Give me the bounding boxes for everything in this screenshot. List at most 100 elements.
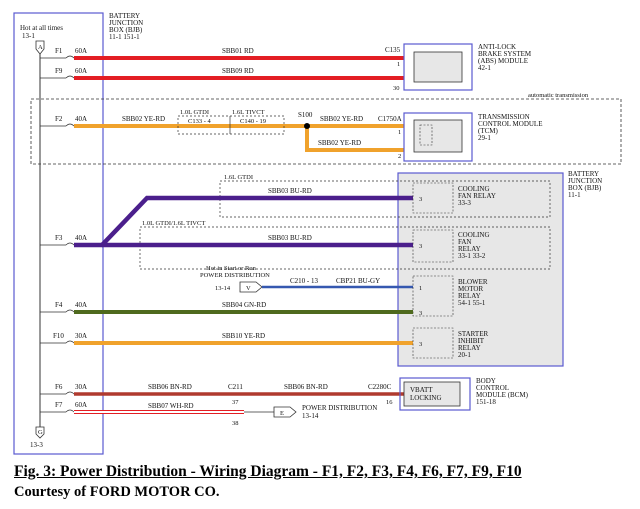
fuse-taps <box>40 55 75 413</box>
bcm-line1: BODY <box>476 377 496 385</box>
flag-e-label: E <box>280 410 284 417</box>
abs-line1: ANTI-LOCK <box>478 43 516 51</box>
bjb-left-line2: JUNCTION <box>109 19 143 27</box>
fuse-f3-name: F3 <box>55 234 63 242</box>
power-dist-bottom-line1: POWER DISTRIBUTION <box>302 404 377 412</box>
bcm-line2: CONTROL <box>476 384 509 392</box>
fuse-f1-amps: 60A <box>75 47 87 55</box>
bjb-left-line1: BATTERY <box>109 12 140 20</box>
wire-sbb10-label: SBB10 YE-RD <box>222 332 265 340</box>
fuse-f9-amps: 60A <box>75 67 87 75</box>
option-gtdi-tivct-label: 1.0L GTDI/1.6L TIVCT <box>142 220 205 227</box>
fuse-f2-amps: 40A <box>75 115 87 123</box>
option-tivct-label: 1.6L TIVCT <box>232 109 265 116</box>
fuse-f7-amps: 60A <box>75 401 87 409</box>
fuse-f9-name: F9 <box>55 67 63 75</box>
vbatt-line1: VBATT <box>410 386 433 394</box>
auto-trans-region <box>30 98 622 165</box>
bjb-right-frame <box>397 172 564 367</box>
option-box-gtdi-tivct <box>139 226 551 270</box>
fuse-labels: F1 60A F9 60A F2 40A F3 40A F4 40A F10 3… <box>53 47 87 409</box>
fuse-f6-amps: 30A <box>75 383 87 391</box>
bcm-ref: 151-18 <box>476 398 496 406</box>
bus-connector-bottom <box>35 426 45 439</box>
wire-sbb02-tcm2 <box>305 126 404 152</box>
pin-fan-3: 3 <box>419 196 422 203</box>
pin-c211-37: 37 <box>232 399 239 406</box>
wire-sbb06-a-label: SBB06 BN-RD <box>148 383 192 391</box>
bcm-frame <box>399 377 471 411</box>
vbatt-line2: LOCKING <box>410 394 442 402</box>
fan-relay2-line1: COOLING <box>458 231 490 239</box>
hot-start-run-line1: Hot in Start or Run <box>206 265 257 272</box>
wire-sbb04-label: SBB04 GN-RD <box>222 301 266 309</box>
fan-relay2-line3: RELAY <box>458 245 481 253</box>
pin-abs-30: 30 <box>393 85 400 92</box>
fan-relay2-box <box>412 229 454 263</box>
ref-top: 13-1 <box>22 32 35 40</box>
tcm-internal <box>419 124 433 146</box>
tcm-line3: (TCM) <box>478 127 499 135</box>
connector-c1750a: C1750A <box>378 115 402 123</box>
wire-sbb09-label: SBB09 RD <box>222 67 254 75</box>
pin-abs-1: 1 <box>397 61 400 68</box>
fuse-f3-amps: 40A <box>75 234 87 242</box>
wire-sbb02-tcm2-label: SBB02 YE-RD <box>318 139 361 147</box>
wire-sbb02-label: SBB02 YE-RD <box>122 115 165 123</box>
ref-bottom: 13-3 <box>30 441 43 449</box>
fuse-f4-amps: 40A <box>75 301 87 309</box>
connector-c140: C140 - 19 <box>240 118 266 125</box>
fuse-f4-name: F4 <box>55 301 63 309</box>
bcm-body <box>403 381 461 407</box>
fuse-f6-name: F6 <box>55 383 63 391</box>
blower-relay-box <box>412 275 454 317</box>
fan-relay2-line2: FAN <box>458 238 471 246</box>
tcm-ref: 29-1 <box>478 134 491 142</box>
starter-relay-line3: RELAY <box>458 344 481 352</box>
fuse-f1-name: F1 <box>55 47 63 55</box>
pin-blower-1: 1 <box>419 285 422 292</box>
bjb-right-line3: BOX (BJB) <box>568 184 602 192</box>
bcm-line3: MODULE (BCM) <box>476 391 529 399</box>
starter-relay-line1: STARTER <box>458 330 488 338</box>
pin-blower-3: 3 <box>419 310 422 317</box>
pin-starter-3: 3 <box>419 341 422 348</box>
connector-c210: C210 - 13 <box>290 277 319 285</box>
auto-trans-label: automatic transmission <box>528 92 589 99</box>
abs-module-frame <box>403 43 473 91</box>
flag-e <box>273 406 297 418</box>
bjb-left-line3: BOX (BJB) <box>109 26 143 34</box>
starter-relay-line2: INHIBIT <box>458 337 485 345</box>
option-box-gtdi <box>177 115 231 135</box>
wire-sbb02-tcm1-label: SBB02 YE-RD <box>320 115 363 123</box>
hot-start-run-line2: POWER DISTRIBUTION <box>200 272 270 279</box>
option-gtdi16-label: 1.6L GTDI <box>224 174 253 181</box>
wire-cbp21-label: CBP21 BU-GY <box>336 277 380 285</box>
hot-start-run-ref: 13-14 <box>215 285 231 292</box>
bjb-left-frame <box>13 12 104 455</box>
splice-s100-label: S100 <box>298 111 313 119</box>
abs-module-body <box>413 51 463 83</box>
connector-c133: C133 - 4 <box>188 118 212 125</box>
abs-line3: (ABS) MODULE <box>478 57 528 65</box>
figure-caption: Fig. 3: Power Distribution - Wiring Diag… <box>14 463 522 480</box>
bus-bottom-label: G <box>38 429 43 436</box>
power-dist-bottom-ref: 13-14 <box>302 412 319 420</box>
pin-c211-38: 38 <box>232 420 239 427</box>
pin-tcm-2: 2 <box>398 153 401 160</box>
fan-relay2-ref: 33-1 33-2 <box>458 252 486 260</box>
bjb-right-ref: 11-1 <box>568 191 581 199</box>
connector-c211: C211 <box>228 383 243 391</box>
fuse-f7-name: F7 <box>55 401 63 409</box>
pin-fan2-3: 3 <box>419 243 422 250</box>
fan-relay-ref: 33-3 <box>458 199 471 207</box>
figure-courtesy: Courtesy of FORD MOTOR CO. <box>14 484 220 500</box>
flag-v-label: V <box>246 285 251 292</box>
diagram-canvas: BATTERY JUNCTION BOX (BJB) 11-1 151-1 Ho… <box>13 12 622 455</box>
tcm-line2: CONTROL MODULE <box>478 120 543 128</box>
tcm-line1: TRANSMISSION <box>478 113 530 121</box>
bus-top-label: A <box>38 44 43 51</box>
splice-s100 <box>304 123 310 129</box>
wire-sbb01-label: SBB01 RD <box>222 47 254 55</box>
